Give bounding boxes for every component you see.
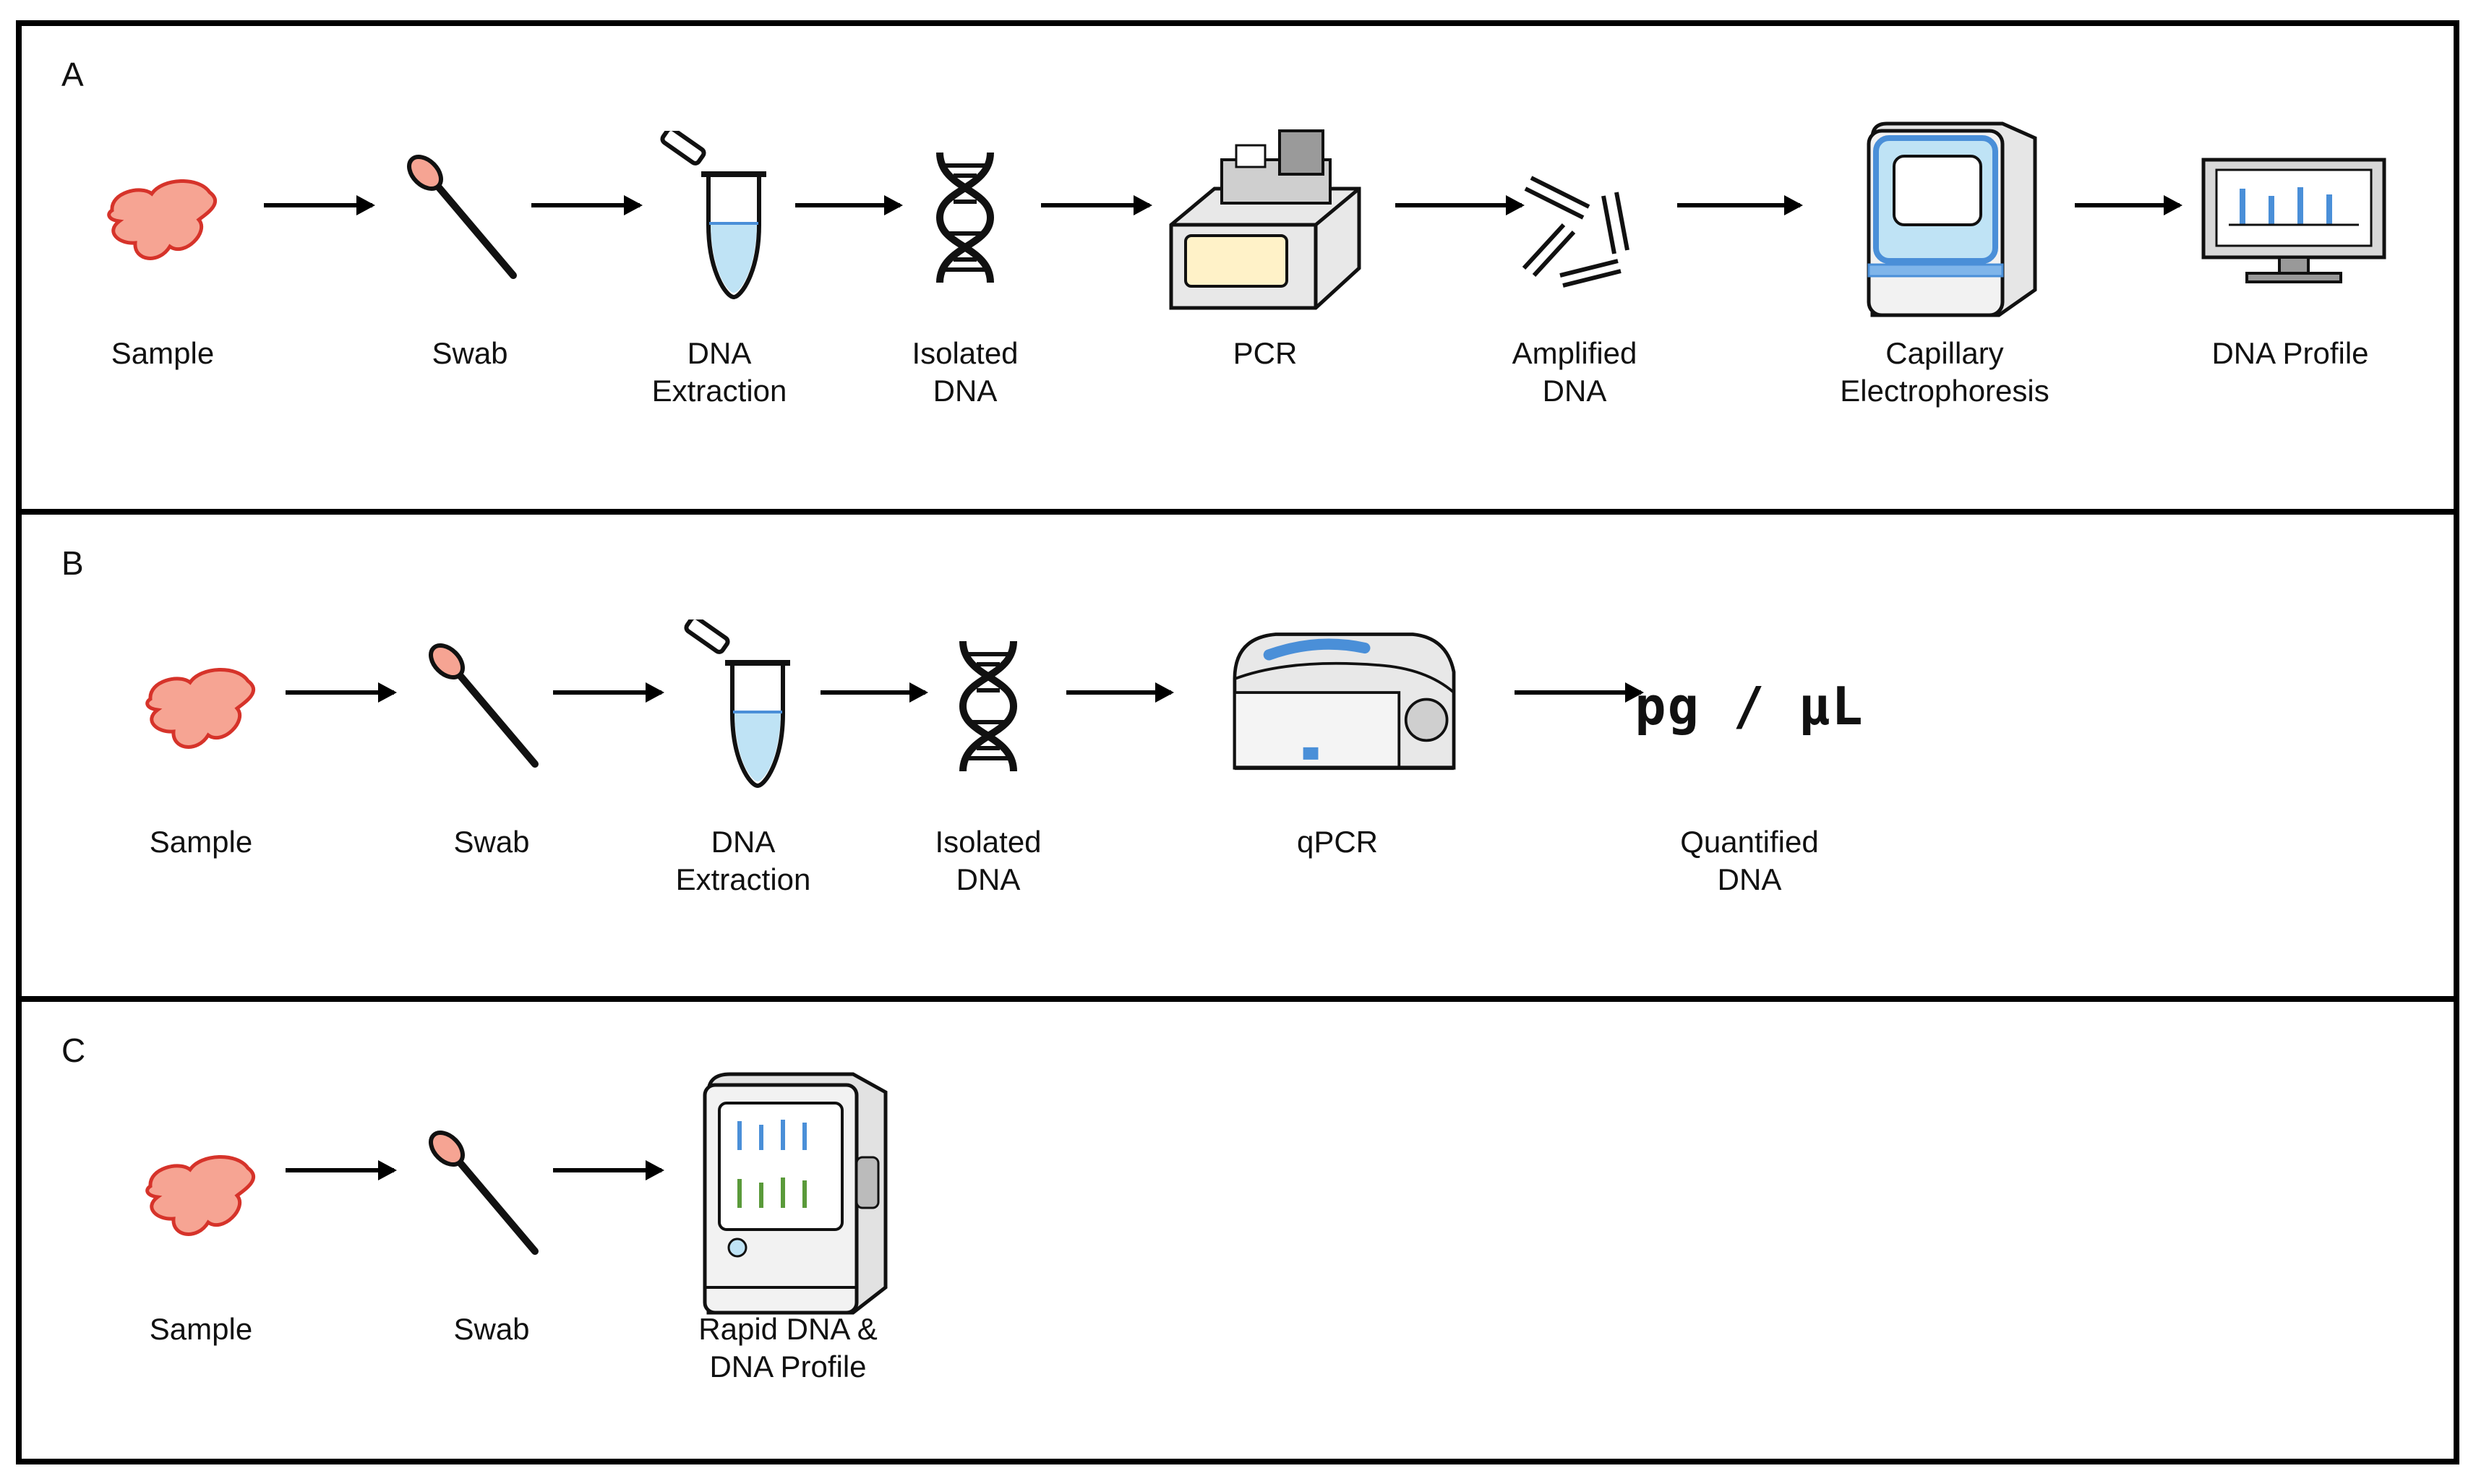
rapid-dna-machine-icon <box>658 1072 918 1315</box>
swab-icon <box>361 598 622 815</box>
step-profile: DNA Profile <box>2160 109 2420 372</box>
arrow <box>1677 195 1803 215</box>
sample-icon <box>33 109 293 326</box>
arrow <box>1066 682 1174 703</box>
arrow <box>264 195 375 215</box>
step-sample: Sample <box>71 598 331 861</box>
step-capillary: Capillary Electrophoresis <box>1815 109 2075 410</box>
step-extraction: DNA Extraction <box>613 598 873 898</box>
step-amplified: Amplified DNA <box>1444 109 1705 410</box>
arrow <box>795 195 903 215</box>
step-label: Capillary Electrophoresis <box>1840 336 2049 408</box>
step-label: DNA Extraction <box>651 336 787 408</box>
step-label: Amplified DNA <box>1512 336 1637 408</box>
sample-icon <box>71 1085 331 1302</box>
step-qpcr: qPCR <box>1207 598 1468 861</box>
step-isolated: Isolated DNA <box>858 598 1118 898</box>
step-label: Swab <box>432 336 508 370</box>
arrow <box>821 682 928 703</box>
step-swab: Swab <box>340 109 600 372</box>
step-label: Sample <box>149 1312 253 1346</box>
step-pcr: PCR <box>1135 109 1395 372</box>
step-label: DNA Extraction <box>675 825 811 896</box>
arrow <box>531 195 643 215</box>
step-swab: Swab <box>361 598 622 861</box>
step-extraction: DNA Extraction <box>589 109 849 410</box>
step-label: DNA Profile <box>2211 336 2369 370</box>
step-label: Quantified DNA <box>1680 825 1819 896</box>
sequencer-icon <box>1815 109 2075 326</box>
panel-letter: B <box>61 544 84 582</box>
monitor-profile-icon <box>2160 109 2420 326</box>
step-label: Swab <box>453 825 530 859</box>
step-label: Swab <box>453 1312 530 1346</box>
dna-helix-icon <box>858 598 1118 815</box>
arrow <box>2075 195 2182 215</box>
panel-a: A Sample Swab DNA Extraction Isolated DN… <box>16 20 2459 515</box>
panel-letter: C <box>61 1031 86 1069</box>
panel-b: B Sample Swab DNA Extraction Isolated DN… <box>16 509 2459 1002</box>
step-swab: Swab <box>361 1085 622 1348</box>
swab-icon <box>361 1085 622 1302</box>
arrow <box>1041 195 1152 215</box>
arrow <box>286 682 397 703</box>
step-sample: Sample <box>71 1085 331 1348</box>
swab-icon <box>340 109 600 326</box>
units-text: pg / µL <box>1635 676 1864 737</box>
panel-letter: A <box>61 56 84 93</box>
arrow <box>286 1160 397 1180</box>
step-label: Rapid DNA & DNA Profile <box>698 1312 878 1384</box>
qpcr-machine-icon <box>1207 598 1468 815</box>
arrow <box>553 682 664 703</box>
sample-icon <box>71 598 331 815</box>
step-label: Isolated DNA <box>912 336 1019 408</box>
units-text-icon: pg / µL <box>1619 598 1880 815</box>
step-label: Sample <box>149 825 253 859</box>
step-label: Sample <box>111 336 215 370</box>
tube-icon <box>589 109 849 326</box>
arrow <box>553 1160 664 1180</box>
tube-icon <box>613 598 873 815</box>
step-label: PCR <box>1233 336 1298 370</box>
step-isolated: Isolated DNA <box>835 109 1095 410</box>
step-sample: Sample <box>33 109 293 372</box>
arrow <box>1395 195 1525 215</box>
dna-helix-icon <box>835 109 1095 326</box>
step-label: Isolated DNA <box>935 825 1042 896</box>
step-rapid-dna: Rapid DNA & DNA Profile <box>658 1072 918 1386</box>
amplified-dna-icon <box>1444 109 1705 326</box>
panel-c: C Sample Swab Rapid DNA & DNA Profile <box>16 996 2459 1464</box>
step-label: qPCR <box>1296 825 1379 859</box>
step-quantified: pg / µL Quantified DNA <box>1619 598 1880 898</box>
thermocycler-icon <box>1135 109 1395 326</box>
arrow <box>1515 682 1644 703</box>
